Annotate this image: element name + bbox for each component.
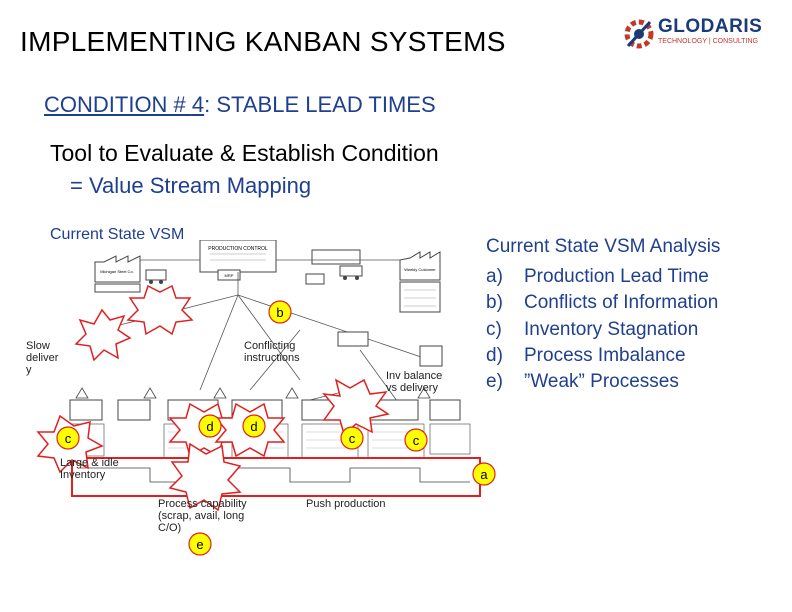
shipping-schedule-box [419, 345, 443, 367]
annotation-large-idle: Large & idle Inventory [60, 457, 119, 481]
analysis-item: c)Inventory Stagnation [486, 318, 699, 340]
burst-slow-delivery [74, 308, 132, 362]
annotation-process-capability: Process capability (scrap, avail, long C… [158, 498, 247, 534]
analysis-item: b)Conflicts of Information [486, 292, 719, 314]
annotation-slow-delivery: Slow deliver y [26, 340, 59, 376]
svg-text:c: c [65, 431, 72, 446]
timeline [80, 467, 470, 483]
daily-schedule-box [337, 331, 369, 347]
burst-b [126, 284, 194, 336]
svg-text:d: d [206, 419, 213, 434]
glodaris-logo: GLODARIS TECHNOLOGY | CONSULTING [622, 14, 762, 54]
annotation-inv-balance: Inv balance vs delivery [386, 370, 443, 394]
logo-gear-icon [624, 19, 654, 49]
logo-name: GLODARIS [658, 16, 763, 37]
condition-number: 4 [191, 92, 205, 117]
condition-rest: : STABLE LEAD TIMES [204, 92, 436, 117]
label-c-right: c [404, 428, 428, 452]
annotation-conflicting: Conflicting instructions [244, 340, 300, 364]
supplier-factory-icon: Michigan Steel Co. [94, 255, 141, 293]
svg-text:c: c [413, 433, 420, 448]
label-b: b [268, 300, 292, 324]
svg-text:e: e [196, 537, 203, 552]
svg-text:Weekly Customer: Weekly Customer [404, 267, 436, 272]
burst-inv-balance [322, 378, 390, 436]
annotation-push-production: Push production [306, 498, 386, 510]
slide-title: IMPLEMENTING KANBAN SYSTEMS [20, 26, 506, 57]
mrp-box [217, 269, 241, 281]
label-d-2: d [242, 414, 266, 438]
customer-factory-icon: Weekly Customer [399, 251, 441, 313]
vsm-diagram: PRODUCTION CONTROL Michigan Steel Co. We… [36, 240, 496, 556]
label-e: e [188, 532, 212, 556]
tool-heading: Tool to Evaluate & Establish Condition [50, 140, 439, 166]
burst-e [168, 442, 242, 512]
daily-ship-box [305, 273, 325, 285]
svg-text:c: c [349, 431, 356, 446]
svg-text:PRODUCTION CONTROL: PRODUCTION CONTROL [208, 246, 268, 252]
svg-text:d: d [250, 419, 257, 434]
svg-text:b: b [276, 305, 283, 320]
analysis-item: e)”Weak” Processes [486, 371, 679, 393]
analysis-title: Current State VSM Analysis [486, 236, 721, 257]
logo-tagline: TECHNOLOGY | CONSULTING [658, 38, 758, 45]
label-c-left: c [56, 426, 80, 450]
svg-text:a: a [480, 467, 488, 482]
analysis-list: a)Production Lead Time b)Conflicts of In… [486, 264, 718, 395]
label-d-1: d [198, 414, 222, 438]
condition-prefix: CONDITION # [44, 92, 192, 117]
production-control-box: PRODUCTION CONTROL [199, 240, 277, 273]
label-a: a [472, 462, 496, 486]
svg-text:Michigan Steel Co.: Michigan Steel Co. [100, 269, 134, 274]
condition-heading: CONDITION # 4: STABLE LEAD TIMES [44, 92, 436, 118]
analysis-item: a)Production Lead Time [486, 266, 709, 287]
lead-time-highlight [71, 457, 481, 497]
ship-schedule-box [311, 249, 361, 265]
truck-icon-left [145, 269, 167, 284]
tool-subheading: = Value Stream Mapping [70, 173, 312, 198]
truck-icon-right [339, 265, 363, 280]
label-c-mid: c [340, 426, 364, 450]
svg-text:MRP: MRP [225, 273, 234, 278]
analysis-item: d)Process Imbalance [486, 344, 686, 366]
current-state-label: Current State VSM [50, 226, 185, 243]
